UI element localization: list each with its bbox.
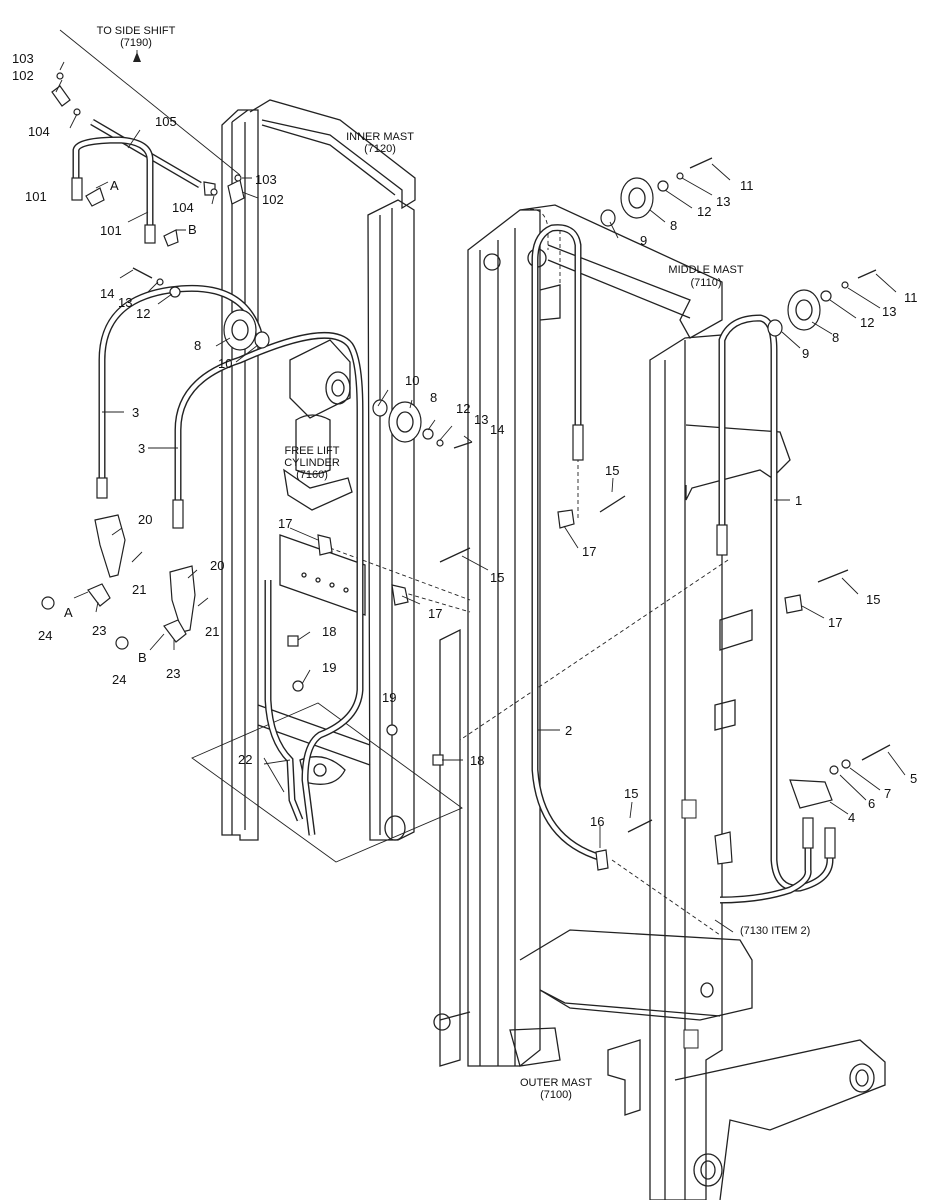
hose-route-dashed <box>522 208 579 520</box>
callout-21: 21 <box>132 582 146 597</box>
caption-to-side-shift-2: (7190) <box>120 37 152 49</box>
inner-mast-base-plane <box>191 702 463 863</box>
caption-middle-mast-2: (7110) <box>691 277 722 289</box>
callout-8: 8 <box>670 218 677 233</box>
callout-13: 13 <box>716 194 730 209</box>
callout-8: 8 <box>430 390 437 405</box>
callout-12: 12 <box>697 204 711 219</box>
fittings-and-hardware <box>41 72 891 871</box>
callout-3: 3 <box>132 405 139 420</box>
callout-13: 13 <box>118 295 132 310</box>
middle-mast-drawing <box>433 204 886 1200</box>
callout-10: 10 <box>218 356 232 371</box>
callout-102: 102 <box>262 192 284 207</box>
callout-18: 18 <box>322 624 336 639</box>
callout-17: 17 <box>828 615 842 630</box>
caption-outer-mast-1: OUTER MAST <box>520 1077 592 1089</box>
callout-13: 13 <box>882 304 896 319</box>
callout-101: 101 <box>25 189 47 204</box>
arrow-up-icon <box>133 52 141 62</box>
callout-19: 19 <box>322 660 336 675</box>
caption-inner-mast-1: INNER MAST <box>346 131 414 143</box>
callout-12: 12 <box>136 306 150 321</box>
callout-103: 103 <box>255 172 277 187</box>
callout-labels: 103 102 104 105 101 A 101 B 103 104 102 … <box>12 51 918 829</box>
callout-b: B <box>138 650 147 665</box>
callout-a: A <box>64 605 73 620</box>
callout-105: 105 <box>155 114 177 129</box>
callout-17: 17 <box>428 606 442 621</box>
callout-103: 103 <box>12 51 34 66</box>
callout-8: 8 <box>194 338 201 353</box>
callout-16: 16 <box>590 814 604 829</box>
callout-15: 15 <box>866 592 880 607</box>
callout-23: 23 <box>166 666 180 681</box>
callout-2: 2 <box>565 723 572 738</box>
callout-24: 24 <box>38 628 52 643</box>
caption-free-lift-1: FREE LIFT <box>284 445 339 457</box>
caption-free-lift-2: CYLINDER <box>284 457 340 469</box>
caption-inner-mast-2: (7120) <box>364 143 396 155</box>
callout-15: 15 <box>605 463 619 478</box>
callout-101: 101 <box>100 223 122 238</box>
callout-11: 11 <box>740 178 754 193</box>
caption-outer-mast-2: (7100) <box>540 1089 572 1101</box>
callout-19: 19 <box>382 690 396 705</box>
callout-14: 14 <box>100 286 114 301</box>
callout-a: A <box>110 178 119 193</box>
caption-7130-item-2: (7130 ITEM 2) <box>740 925 810 937</box>
callout-b: B <box>188 222 197 237</box>
callout-11: 11 <box>904 290 918 305</box>
captions: TO SIDE SHIFT (7190) INNER MAST (7120) M… <box>97 25 811 1101</box>
callout-104: 104 <box>172 200 194 215</box>
callout-104: 104 <box>28 124 50 139</box>
caption-free-lift-3: (7160) <box>296 469 328 481</box>
callout-20: 20 <box>210 558 224 573</box>
callout-10: 10 <box>405 373 419 388</box>
leader-lines <box>55 29 906 933</box>
callout-3: 3 <box>138 441 145 456</box>
callout-17: 17 <box>278 516 292 531</box>
callout-7: 7 <box>884 786 891 801</box>
callout-20: 20 <box>138 512 152 527</box>
callout-12: 12 <box>860 315 874 330</box>
callout-18: 18 <box>470 753 484 768</box>
callout-102: 102 <box>12 68 34 83</box>
hose-assemblies <box>72 118 834 904</box>
caption-middle-mast-1: MIDDLE MAST <box>668 264 743 276</box>
callout-9: 9 <box>640 233 647 248</box>
callout-8: 8 <box>832 330 839 345</box>
callout-22: 22 <box>238 752 252 767</box>
callout-1: 1 <box>795 493 802 508</box>
callout-4: 4 <box>848 810 855 825</box>
callout-9: 9 <box>802 346 809 361</box>
callout-13: 13 <box>474 412 488 427</box>
callout-12: 12 <box>456 401 470 416</box>
callout-6: 6 <box>868 796 875 811</box>
callout-15: 15 <box>624 786 638 801</box>
callout-5: 5 <box>910 771 917 786</box>
callout-24: 24 <box>112 672 126 687</box>
callout-17: 17 <box>582 544 596 559</box>
callout-21: 21 <box>205 624 219 639</box>
callout-14: 14 <box>490 422 504 437</box>
caption-to-side-shift-1: TO SIDE SHIFT <box>97 25 176 37</box>
callout-23: 23 <box>92 623 106 638</box>
callout-15: 15 <box>490 570 504 585</box>
